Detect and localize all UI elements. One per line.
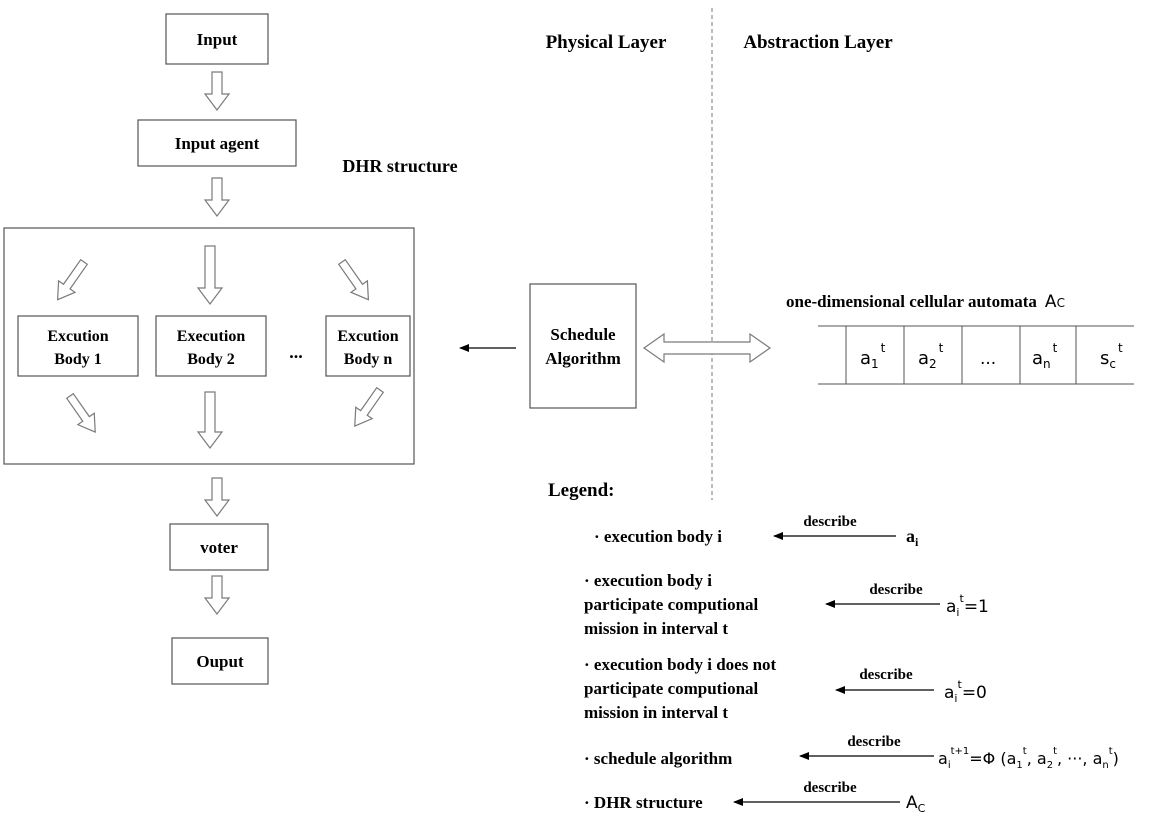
- legend-5-arrow-label: describe: [803, 780, 857, 796]
- execution-body-2-box: [155, 315, 267, 377]
- bodies-ellipsis: ...: [289, 342, 303, 362]
- execution-body-n-box: [325, 315, 411, 377]
- legend-2-arrow-label: describe: [869, 582, 923, 598]
- voter-label: voter: [200, 538, 238, 557]
- execution-body-1-line2: Body 1: [54, 351, 102, 368]
- dhr-structure-label: DHR structure: [342, 156, 457, 176]
- schedule-label-line1: Schedule: [550, 325, 616, 344]
- hollow-arrow-out-body-2: [196, 391, 224, 449]
- hollow-arrow-into-body-1: [56, 258, 89, 301]
- legend-3-line3: mission in interval t: [584, 703, 728, 722]
- hollow-arrow-out-body-1: [65, 392, 96, 433]
- legend-1-formula: ai: [906, 526, 919, 549]
- execution-body-1-line1: Excution: [47, 328, 108, 345]
- execution-body-1-box: [17, 315, 139, 377]
- output-box: [171, 637, 269, 685]
- execution-body-n-line2: Body n: [344, 351, 393, 368]
- execution-body-2-line1: Execution: [177, 328, 246, 345]
- legend-5-text: · DHR structure: [584, 793, 703, 812]
- automata-title: one-dimensional cellular automata AC: [786, 292, 1065, 312]
- double-hollow-arrow: [642, 332, 772, 364]
- input-box: [165, 13, 269, 65]
- dhr-container: [3, 227, 415, 465]
- legend-3-line1: · execution body i does not: [584, 655, 777, 674]
- legend-4-text: · schedule algorithm: [584, 749, 732, 768]
- legend-2-formula: ait=1: [946, 592, 989, 619]
- legend-title: Legend:: [548, 480, 615, 501]
- automata-cell-a1: a1t: [860, 341, 886, 371]
- hollow-arrow-into-body-n: [337, 258, 370, 301]
- legend-4-arrow-label: describe: [847, 734, 901, 750]
- automata-cell-an: ant: [1032, 341, 1058, 371]
- hollow-arrow-down-4: [203, 575, 231, 615]
- legend-2-line3: mission in interval t: [584, 619, 728, 638]
- voter-box: [169, 523, 269, 571]
- legend-2-line1: · execution body i: [584, 571, 712, 590]
- input-label: Input: [197, 30, 238, 49]
- legend-3-formula: ait=0: [944, 678, 987, 705]
- automata-cell-a2: a2t: [918, 341, 944, 371]
- input-agent-box: [137, 119, 297, 167]
- schedule-algorithm-box: [529, 283, 637, 409]
- schedule-label-line2: Algorithm: [545, 349, 621, 368]
- hollow-arrow-out-body-n: [354, 386, 385, 427]
- input-agent-label: Input agent: [175, 134, 260, 153]
- legend-1-arrow-label: describe: [803, 514, 857, 530]
- hollow-arrow-down-2: [203, 177, 231, 217]
- hollow-arrow-down-3: [203, 477, 231, 517]
- hollow-arrow-into-body-2: [196, 245, 224, 305]
- execution-body-2-line2: Body 2: [187, 351, 235, 368]
- legend-1-text: · execution body i: [594, 527, 722, 546]
- legend-3-line2: participate computional: [584, 679, 759, 698]
- automata-tape: [818, 325, 1134, 385]
- automata-cell-ellipsis: ...: [980, 349, 996, 369]
- execution-body-n-line1: Excution: [337, 328, 398, 345]
- hollow-arrow-down-1: [203, 71, 231, 111]
- legend-2-line2: participate computional: [584, 595, 759, 614]
- output-label: Ouput: [196, 652, 244, 671]
- automata-state-sc: sct: [1100, 341, 1123, 371]
- physical-layer-label: Physical Layer: [546, 32, 667, 53]
- legend-4-formula: ait+1=Φ (a1t, a2t, ···, ant): [938, 746, 1119, 771]
- abstraction-layer-label: Abstraction Layer: [743, 32, 893, 53]
- legend-3-arrow-label: describe: [859, 667, 913, 683]
- legend-5-formula: AC: [906, 793, 926, 815]
